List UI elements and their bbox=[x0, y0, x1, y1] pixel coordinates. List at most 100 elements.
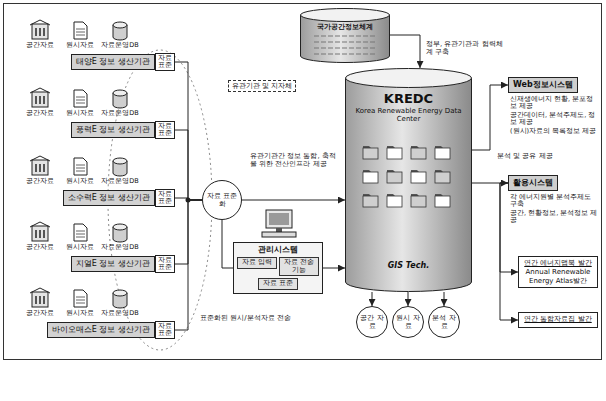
source-label: 자료운영DB bbox=[101, 310, 138, 317]
document-icon bbox=[74, 22, 87, 39]
record-lines bbox=[314, 36, 376, 54]
national-db-cylinder: 국가공간정보체계 bbox=[300, 8, 390, 63]
node-text: GIS Tech. bbox=[388, 261, 429, 270]
publication-box: 연간 에너지맵북 발간Annual Renewable Energy Atlas… bbox=[518, 256, 598, 287]
node-text: 원시 자료 bbox=[395, 314, 421, 330]
node-text: Annual Renewable Energy Atlas발간 bbox=[522, 268, 594, 284]
producer-box: 바이오매스E 정보 생산기관 bbox=[47, 322, 155, 337]
connector bbox=[472, 85, 508, 150]
function-box: 자료 전송 기능 bbox=[279, 257, 319, 276]
connector bbox=[175, 62, 202, 200]
document-icon bbox=[74, 158, 87, 175]
database-icon bbox=[113, 290, 127, 308]
note-label: 정부, 유관기관과 협력체계 구축 bbox=[426, 40, 504, 56]
source-label: 공간자료 bbox=[26, 244, 54, 251]
connector bbox=[444, 292, 445, 306]
node-text: 자료 표준 bbox=[260, 280, 296, 287]
source-label: 원시자료 bbox=[66, 310, 94, 317]
standard-tag: 자료 표준 bbox=[155, 255, 175, 274]
document-icon bbox=[74, 90, 87, 107]
producer-box: 소수력E 정보 생산기관 bbox=[63, 190, 155, 205]
agency-label: 유관기관 및 지자체 bbox=[228, 80, 296, 92]
note-label: 유관기관간 정보 통합, 축적을 위한 전산인프라 제공 bbox=[250, 152, 338, 168]
node-text: 국가공간정보체계 bbox=[317, 23, 373, 31]
node-text: 지열E 정보 생산기관 bbox=[76, 259, 150, 268]
cylinder-top bbox=[301, 9, 390, 22]
connector bbox=[390, 35, 420, 68]
source-label: 원시자료 bbox=[66, 110, 94, 117]
producer-box: 지열E 정보 생산기관 bbox=[71, 256, 155, 271]
publication-box: 연간 통합자료집 발간 bbox=[518, 312, 598, 327]
cylinder-body bbox=[346, 78, 472, 292]
node-text: 자료 전송 기능 bbox=[281, 259, 317, 274]
connector bbox=[222, 220, 233, 268]
document-icon bbox=[74, 224, 87, 241]
management-system-box: 관리시스템자료 입력 자료 전송 기능자료 표준 bbox=[233, 242, 323, 294]
node-text: 분석 자료 bbox=[431, 314, 457, 330]
source-label: 공간자료 bbox=[26, 110, 54, 117]
connector bbox=[242, 200, 345, 201]
document-icon bbox=[74, 290, 87, 307]
cylinder-top bbox=[346, 69, 472, 88]
source-label: 원시자료 bbox=[66, 178, 94, 185]
cylinder-outline bbox=[300, 8, 390, 63]
standard-tag: 자료 표준 bbox=[155, 53, 175, 72]
node-text: 활용시스템 bbox=[513, 178, 553, 187]
cylinder-body bbox=[301, 15, 390, 63]
connector bbox=[175, 200, 202, 330]
node-text: 공간 자료 bbox=[359, 314, 385, 330]
computer-icon bbox=[262, 210, 296, 237]
source-label: 자료운영DB bbox=[101, 110, 138, 117]
node-text: 태양E 정보 생산기관 bbox=[76, 57, 150, 66]
connector bbox=[372, 292, 373, 306]
data-folders bbox=[363, 146, 450, 207]
node-text: Korea Renewable Energy Data Center bbox=[355, 107, 462, 123]
connector bbox=[175, 130, 202, 200]
data-circle: 공간 자료 bbox=[356, 306, 388, 338]
database-icon bbox=[113, 224, 127, 242]
data-circle: 분석 자료 bbox=[428, 306, 460, 338]
node-text: 소수력E 정보 생산기관 bbox=[68, 193, 150, 202]
function-box: 자료 표준 bbox=[258, 278, 298, 289]
building-icon bbox=[30, 88, 50, 107]
node-text: 관리시스템 bbox=[236, 245, 320, 254]
note-label: 표준화된 원시/분석자료 전송 bbox=[200, 314, 291, 322]
node-text: 자료 표준화 bbox=[205, 192, 239, 208]
database-icon bbox=[113, 22, 127, 40]
node-text: 자료 표준 bbox=[158, 257, 172, 272]
source-label: 원시자료 bbox=[66, 42, 94, 49]
building-icon bbox=[30, 20, 50, 39]
source-label: 원시자료 bbox=[66, 244, 94, 251]
node-text: 자료 입력 bbox=[239, 259, 275, 266]
database-icon bbox=[113, 90, 127, 108]
service-item: (원시)자료의 목록정보 제공 bbox=[510, 128, 600, 135]
standard-tag: 자료 표준 bbox=[155, 189, 175, 208]
node-text: 풍력E 정보 생산기관 bbox=[76, 125, 150, 134]
outer-frame bbox=[4, 4, 602, 360]
node-text: 바이오매스E 정보 생산기관 bbox=[52, 325, 150, 334]
data-circle: 원시 자료 bbox=[392, 306, 424, 338]
node-text: KREDC bbox=[384, 92, 433, 107]
service-item: 각 에너지원별 분석주제도 구축 bbox=[510, 194, 600, 209]
node-text: 자료 표준 bbox=[158, 191, 172, 206]
building-icon bbox=[30, 156, 50, 175]
database-icon bbox=[113, 158, 127, 176]
source-label: 자료운영DB bbox=[101, 244, 138, 251]
connector bbox=[323, 268, 345, 269]
source-label: 공간자료 bbox=[26, 310, 54, 317]
node-text: 연간 통합자료집 발간 bbox=[522, 315, 594, 323]
service-item: 공간, 현황정보, 분석정보 제공 bbox=[510, 210, 600, 225]
node-text: 자료 표준 bbox=[158, 123, 172, 138]
building-icon bbox=[30, 222, 50, 241]
building-icon bbox=[30, 288, 50, 307]
source-label: 공간자료 bbox=[26, 42, 54, 49]
producer-box: 태양E 정보 생산기관 bbox=[71, 54, 155, 69]
standard-tag: 자료 표준 bbox=[155, 321, 175, 340]
note-label: 분석 및 공유 제공 bbox=[497, 152, 553, 160]
node-text: 자료 표준 bbox=[158, 55, 172, 70]
service-item: 신재생에너지 현황, 분포정보 제공 bbox=[510, 96, 600, 111]
producer-box: 풍력E 정보 생산기관 bbox=[71, 122, 155, 137]
source-label: 자료운영DB bbox=[101, 42, 138, 49]
node-text: 자료 표준 bbox=[158, 323, 172, 338]
